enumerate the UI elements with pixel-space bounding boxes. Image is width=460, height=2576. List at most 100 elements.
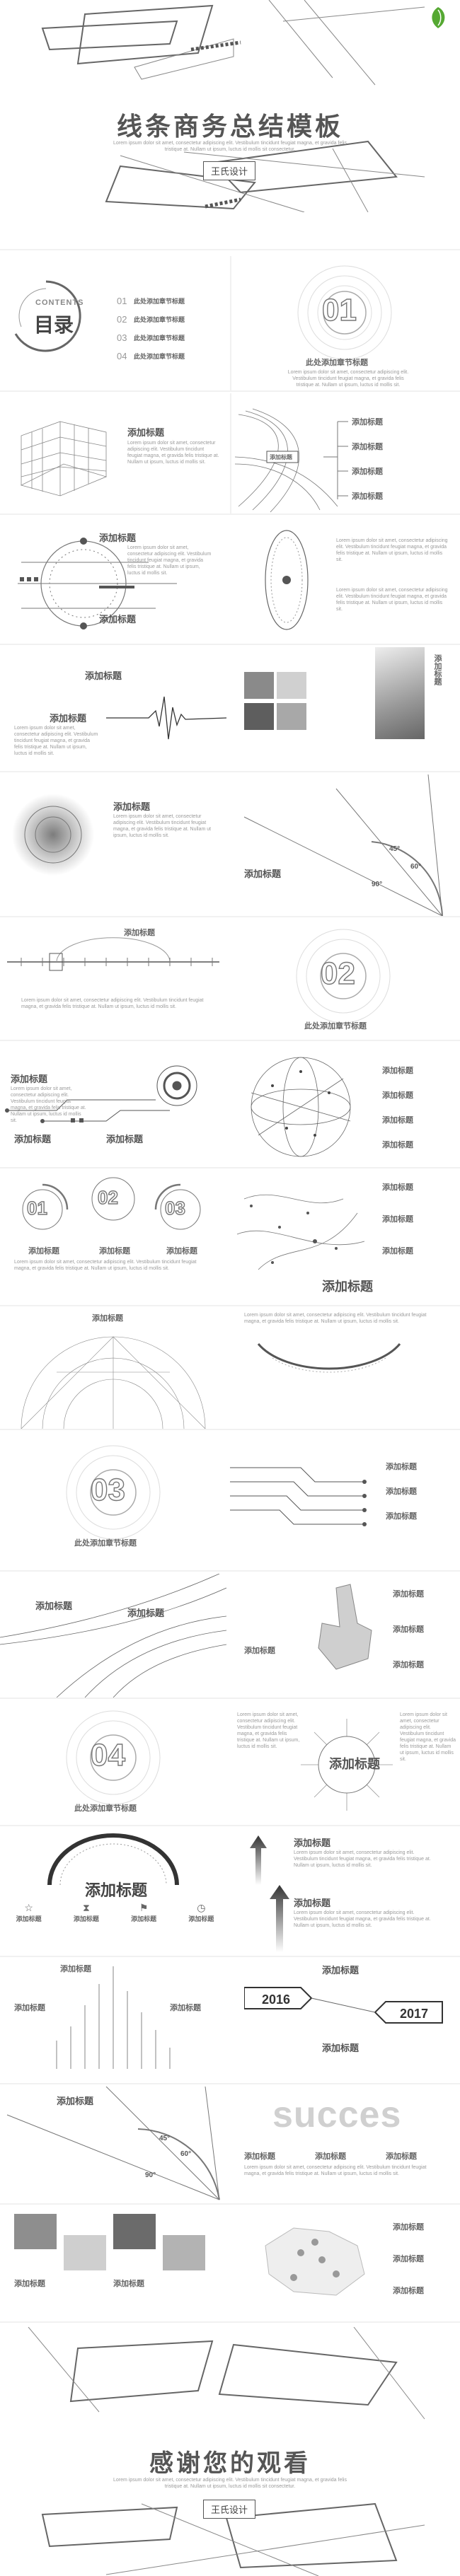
hand-label: 添加标题 [244,1646,275,1655]
section-02-orbit-art [296,929,391,1023]
radial-panel: 添加标题 Lorem ipsum dolor sit amet, consect… [230,1701,460,1825]
leaf-logo-icon [432,7,445,28]
swoosh-slide: 添加标题 添加标题 添加标题 添加标题 添加标题 添加标题 [0,1574,460,1698]
section-04-number: 04 [90,1737,125,1773]
curve-item-label: 添加标题 [352,442,383,451]
sphere-heading: 添加标题 [113,802,151,813]
circle-label: 添加标题 [99,1246,130,1255]
slide-divider [0,2203,460,2205]
icon-item[interactable]: ⚑添加标题 [131,1903,157,1923]
slide-divider [0,771,460,772]
tech-ring-icon [265,530,309,630]
arc-body: Lorem ipsum dolor sit amet, consectetur … [244,1313,427,1324]
angle-60: 60° [410,863,422,871]
photo-thumb[interactable] [244,703,274,730]
circle-label: 添加标题 [166,1246,197,1255]
success-label: 添加标题 [386,2152,417,2161]
pcb-label: 添加标题 [386,1512,417,1521]
slide-divider [0,644,460,645]
radial-burst-art [301,1719,393,1811]
closing-subtitle: Lorem ipsum dolor sit amet, consectetur … [113,2478,347,2489]
slide-divider [0,249,460,250]
ruler-body: Lorem ipsum dolor sit amet, consectetur … [21,998,204,1009]
interior-photo[interactable] [163,2235,205,2270]
interior-label: 添加标题 [14,2279,45,2288]
slide-divider [0,390,460,392]
tech-heading-1: 添加标题 [99,533,137,544]
icon-item[interactable]: ◷添加标题 [188,1903,214,1923]
interior-photo[interactable] [113,2214,156,2249]
hand-label: 添加标题 [393,1660,424,1669]
building-slide: 添加标题 Lorem ipsum dolor sit amet, consect… [0,393,460,514]
closing-line-art [28,2327,425,2576]
circuit-heading-1: 添加标题 [11,1074,48,1085]
photo-thumb[interactable] [277,703,306,730]
arrow-heading-1: 添加标题 [294,1838,331,1849]
interior-photo[interactable] [14,2214,57,2249]
slide-divider [0,514,460,515]
ruler-art [7,937,219,971]
tech-circuit-art [18,538,177,630]
section-04: 04 此处添加章节标题 [0,1701,230,1825]
contents-circle-icon [14,280,81,352]
section-01-orbit-art [297,265,392,360]
angle-heading: 添加标题 [57,2096,94,2107]
map-label: 添加标题 [393,2286,424,2295]
slide-divider [0,1429,460,1430]
pcb-label: 添加标题 [386,1462,417,1471]
slide-divider [0,1305,460,1306]
photo-thumb[interactable] [244,672,274,699]
tech-body-1: Lorem ipsum dolor sit amet, consectetur … [127,545,212,576]
wave-body: Lorem ipsum dolor sit amet, consectetur … [14,726,98,756]
photo-vertical-label: 添加标题 [433,654,442,685]
radial-body: Lorem ipsum dolor sit amet, consectetur … [400,1712,456,1762]
globe-panel: 添加标题 添加标题 添加标题 添加标题 [230,1043,460,1167]
section-04-title: 此处添加章节标题 [74,1804,137,1813]
section-03-number: 03 [90,1472,125,1507]
flag-icon: ⚑ [139,1903,149,1914]
angle-rays-art [243,774,443,916]
geodesic-label: 添加标题 [92,1313,123,1323]
angle-rays-art-2 [6,2087,220,2200]
slide-divider [0,1825,460,1826]
interior-photo[interactable] [64,2235,106,2270]
bars-slide: 添加标题 添加标题 添加标题 2016 2017 添加标题 添加标题 [0,1959,460,2083]
arc-header-art [47,1833,179,1886]
building-heading: 添加标题 [127,428,165,439]
section-02-title: 此处添加章节标题 [304,1021,367,1031]
circuit-slide: 添加标题 Lorem ipsum dolor sit amet, consect… [0,1043,460,1167]
icon-item[interactable]: ⧗添加标题 [73,1903,99,1923]
arc-big-heading: 添加标题 [85,1881,148,1900]
section-02: 02 此处添加章节标题 [230,919,460,1040]
section-01-title: 此处添加章节标题 [306,358,368,367]
ruler-label: 添加标题 [124,928,155,937]
sphere-slide: 添加标题 Lorem ipsum dolor sit amet, consect… [0,774,460,916]
map-label: 添加标题 [393,2254,424,2263]
building-wire-icon [20,421,108,497]
pcb-panel: 添加标题 添加标题 添加标题 [230,1432,460,1570]
up-arrows-icon [250,1835,289,1952]
circle-number: 02 [97,1186,118,1208]
swoosh-heading-2: 添加标题 [127,1608,165,1619]
vertical-bars-art [56,1966,171,2069]
photo-thumb[interactable] [277,672,306,699]
tech-heading-2: 添加标题 [99,615,137,625]
hand-touch-icon [318,1584,372,1670]
network-label: 添加标题 [382,1246,413,1255]
section-01: 01 此处添加章节标题 Lorem ipsum dolor sit amet, … [230,256,460,390]
section-03-slide: 03 此处添加章节标题 添加标题 添加标题 添加标题 [0,1432,460,1570]
globe-label: 添加标题 [382,1140,413,1149]
section-03-orbit-art [66,1445,161,1540]
angle-90: 90° [145,2171,156,2179]
pcb-lines-art [230,1467,367,1526]
wave-heading-1: 添加标题 [85,671,122,682]
tech-slide: 添加标题 Lorem ipsum dolor sit amet, consect… [0,523,460,644]
closing-button[interactable]: 王氏设计 [203,2500,256,2519]
icon-item[interactable]: ☆添加标题 [16,1903,42,1923]
cover-button[interactable]: 王氏设计 [203,161,256,180]
globe-label: 添加标题 [382,1115,413,1125]
